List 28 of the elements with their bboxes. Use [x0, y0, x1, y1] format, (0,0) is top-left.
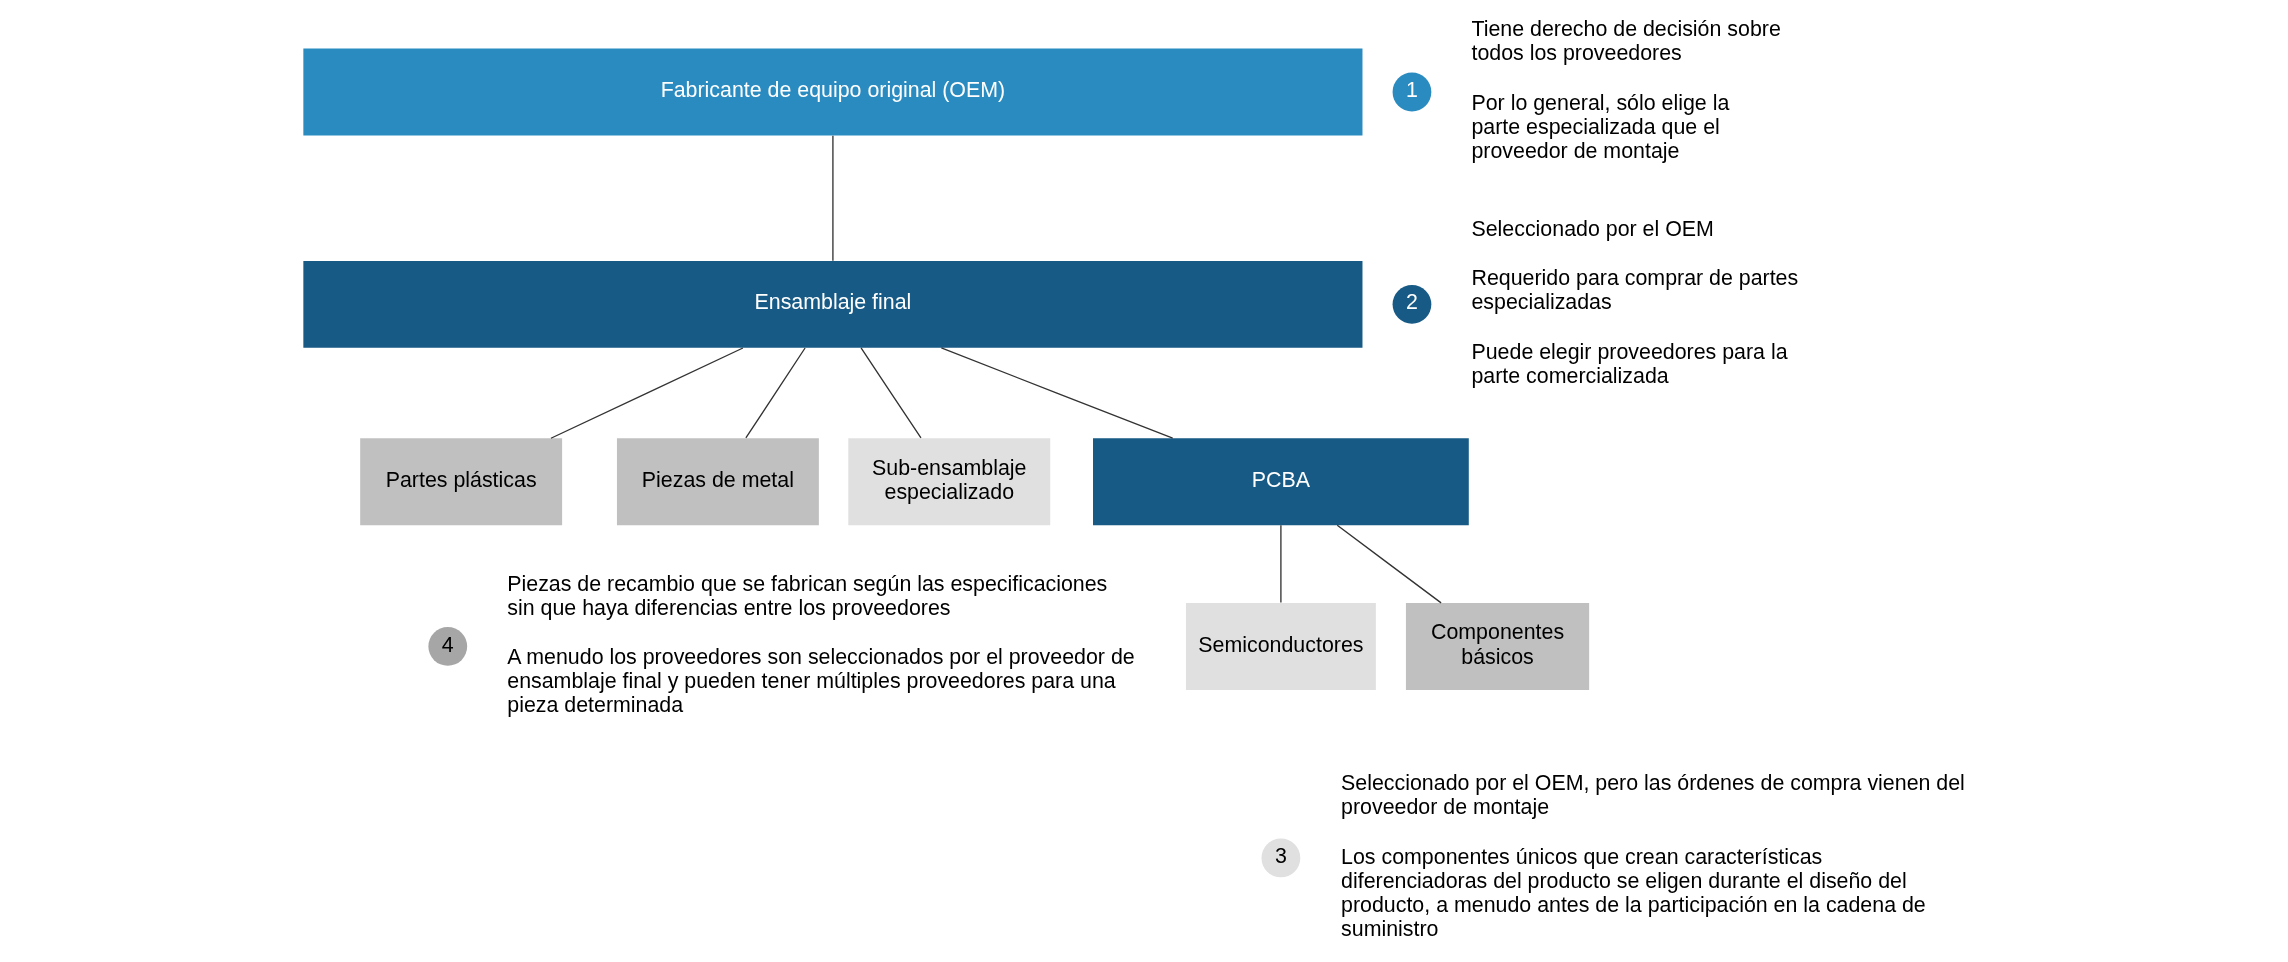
node-label: Requerido para comprar de partes especializadas	[1470, 266, 1798, 315]
node-label: Piezas de recambio que se fabrican según las especificaciones sin que haya diferencias entre los proveedores	[506, 571, 1107, 620]
node-label: A menudo los proveedores son seleccionados por el proveedor de ensamblaje final y pueden tener múltiples proveedores para una pieza determinada	[506, 645, 1135, 718]
node-box: Fabricante de equipo original (OEM)	[302, 48, 1362, 136]
node-circle: 4	[427, 627, 467, 666]
node-label: Por lo general, sólo elige la parte especializada que el proveedor de montaje	[1470, 90, 1729, 164]
node-box: Piezas de metal	[616, 438, 819, 526]
node-box: Semiconductores	[1185, 602, 1376, 690]
node-box: Ensamblaje final	[302, 260, 1362, 348]
connector	[1279, 524, 1282, 604]
connector	[859, 347, 922, 439]
node-label: Tiene derecho de decisión sobre todos los proveedores	[1470, 17, 1781, 66]
node-label: Puede elegir proveedores para la parte comercializada	[1470, 340, 1788, 389]
node-box: Componentes básicos	[1405, 602, 1589, 690]
connector	[1336, 524, 1442, 604]
node-circle: 3	[1261, 838, 1300, 878]
connector	[549, 347, 744, 439]
connector	[744, 347, 806, 439]
node-box: Partes plásticas	[359, 438, 562, 526]
node-circle: 2	[1392, 284, 1431, 324]
node-label: Seleccionado por el OEM	[1470, 216, 1714, 241]
connector	[940, 347, 1173, 439]
node-box: Sub-ensamblaje especializado	[847, 438, 1050, 526]
node-box: PCBA	[1092, 438, 1469, 526]
node-circle: 1	[1392, 72, 1431, 112]
node-label: Seleccionado por el OEM, pero las órdenes de compra vienen del proveedor de montaje	[1340, 771, 1965, 820]
node-label: Los componentes únicos que crean características diferenciadoras del producto se eligen durante el diseño del producto, a menudo antes de la participación en la cadena de suministro	[1340, 844, 1926, 942]
connector	[831, 135, 834, 262]
